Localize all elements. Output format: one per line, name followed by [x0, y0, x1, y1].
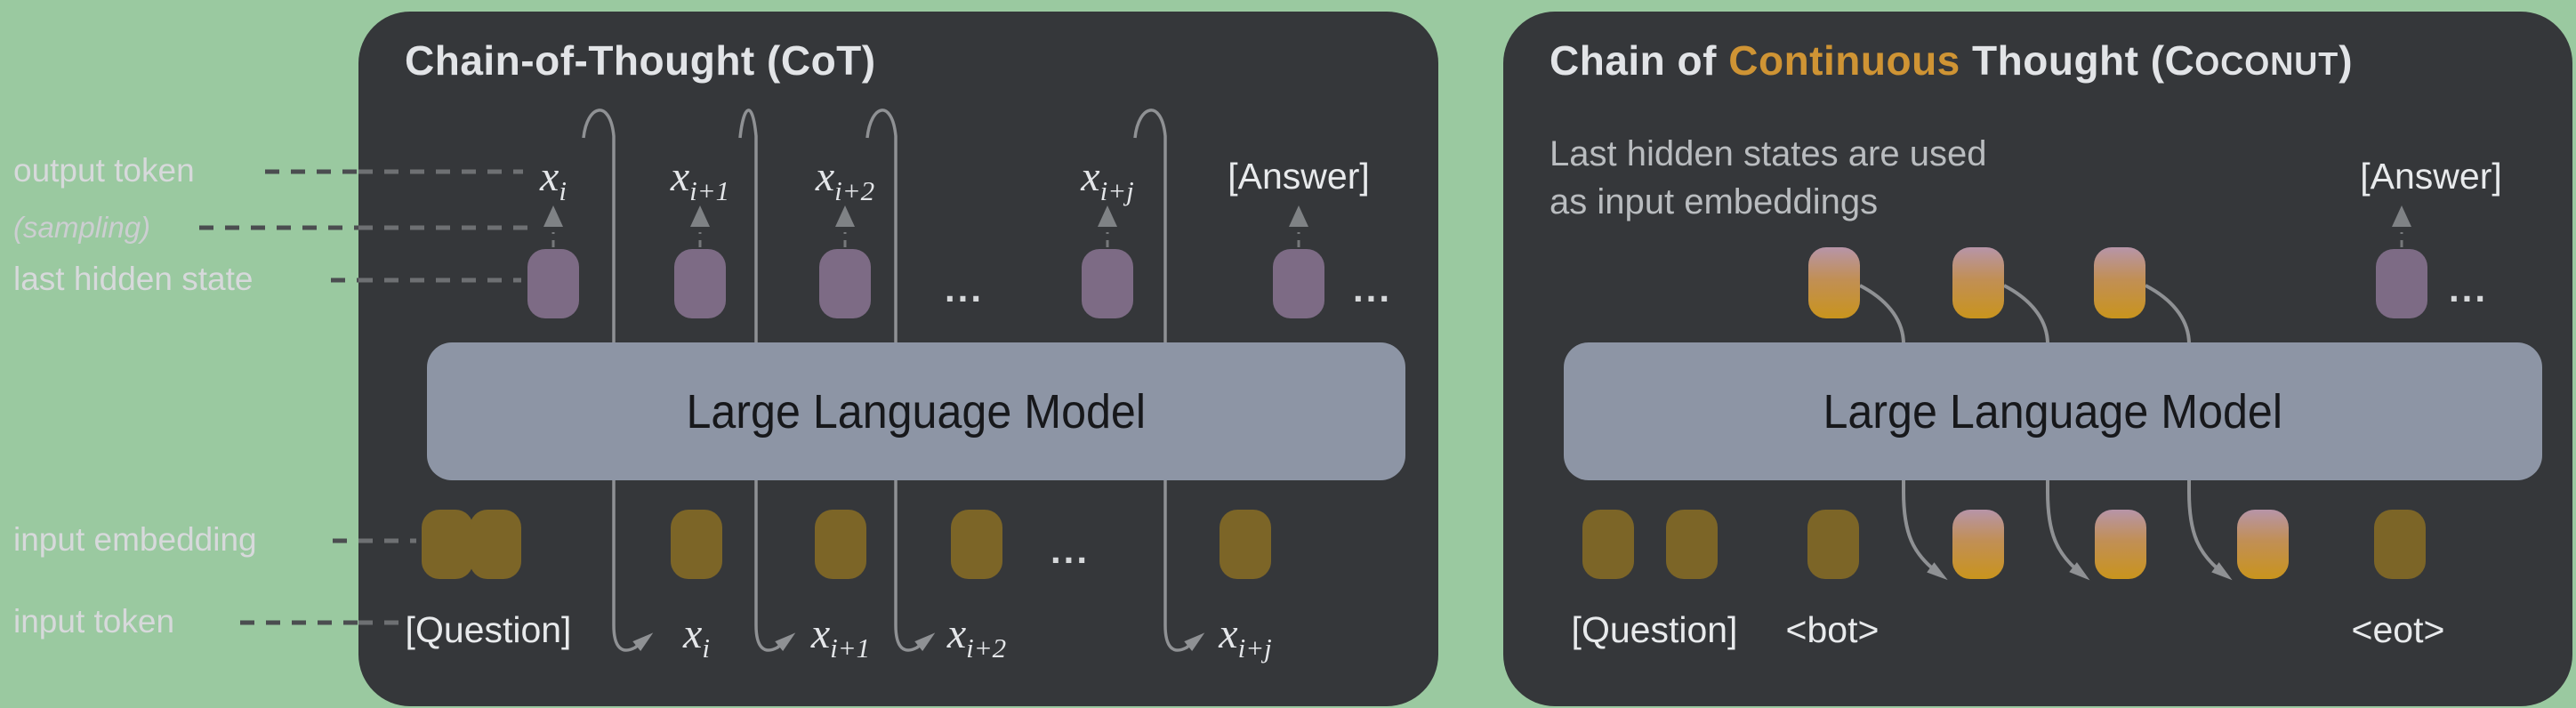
- legend-sampling-label: (sampling): [13, 211, 151, 244]
- ellipsis: ...: [1352, 268, 1393, 310]
- coconut-panel: Chain of Continuous Thought (COCONUT) La…: [1503, 12, 2572, 706]
- hidden-state-pill: [674, 249, 726, 318]
- input-embedding-pill: [671, 510, 722, 579]
- hidden-state-pill: [819, 249, 871, 318]
- continuous-thought-pill: [1952, 247, 2004, 318]
- output-token: xi+1: [670, 153, 730, 206]
- input-token: xi+2: [946, 610, 1007, 664]
- sampling-arrow-icon: [543, 205, 1308, 247]
- input-token: xi: [683, 610, 710, 664]
- hidden-state-pill: [2376, 249, 2427, 318]
- cot-panel: Chain-of-Thought (CoT): [358, 12, 1438, 706]
- continuous-thought-pill: [2094, 247, 2145, 318]
- hidden-state-pill: [1273, 249, 1324, 318]
- ellipsis: ...: [1050, 529, 1091, 571]
- continuous-embedding-pill: [2237, 510, 2289, 579]
- hidden-state-pill: [527, 249, 579, 318]
- coconut-subtitle-line1: Last hidden states are used: [1550, 134, 1987, 173]
- answer-token: [Answer]: [2360, 156, 2502, 197]
- loop-arrow-icon: [582, 109, 1205, 652]
- coconut-wires: [1859, 205, 2411, 581]
- question-token: [Question]: [1571, 609, 1738, 650]
- ellipsis: ...: [944, 268, 985, 310]
- answer-token: [Answer]: [1228, 156, 1370, 197]
- eot-token: <eot>: [2351, 609, 2445, 650]
- continuous-embedding-pill: [2095, 510, 2146, 579]
- input-embedding-pill: [422, 510, 473, 579]
- llm-box: Large Language Model: [427, 342, 1405, 480]
- continuous-embedding-pill: [1952, 510, 2004, 579]
- output-token: xi+j: [1081, 153, 1134, 206]
- input-embedding-pill: [951, 510, 1002, 579]
- coconut-panel-title: Chain of Continuous Thought (COCONUT): [1550, 37, 2354, 84]
- llm-label: Large Language Model: [1823, 384, 2283, 438]
- bot-token: <bot>: [1785, 609, 1880, 650]
- input-embedding-pill: [1666, 510, 1718, 579]
- sampling-arrow-icon: [2392, 205, 2411, 247]
- hidden-state-pill: [1082, 249, 1133, 318]
- cot-panel-title: Chain-of-Thought (CoT): [405, 37, 876, 84]
- cot-wires: [543, 109, 1308, 652]
- coconut-subtitle-line2: as input embeddings: [1550, 182, 1879, 221]
- feedback-arrow-icon: [1859, 284, 2233, 581]
- legend-last-hidden-state-label: last hidden state: [13, 261, 254, 297]
- input-embedding-pill: [2374, 510, 2426, 579]
- ellipsis: ...: [2448, 268, 2489, 310]
- input-token: xi+1: [810, 610, 871, 664]
- llm-label: Large Language Model: [686, 384, 1147, 438]
- output-token: xi: [540, 153, 567, 206]
- input-token: xi+j: [1219, 610, 1272, 664]
- input-embedding-pill: [1220, 510, 1271, 579]
- question-token: [Question]: [405, 609, 572, 650]
- input-embedding-pill: [1807, 510, 1859, 579]
- output-token: xi+2: [815, 153, 875, 206]
- continuous-highlight: Continuous: [1728, 37, 1960, 84]
- continuous-thought-pill: [1808, 247, 1860, 318]
- input-embedding-pill: [815, 510, 866, 579]
- input-embedding-pill: [1582, 510, 1634, 579]
- legend-input-token-label: input token: [13, 603, 175, 640]
- llm-box: Large Language Model: [1564, 342, 2542, 480]
- input-embedding-pill: [470, 510, 521, 579]
- legend-input-embedding-label: input embedding: [13, 521, 257, 558]
- legend-output-token-label: output token: [13, 152, 195, 189]
